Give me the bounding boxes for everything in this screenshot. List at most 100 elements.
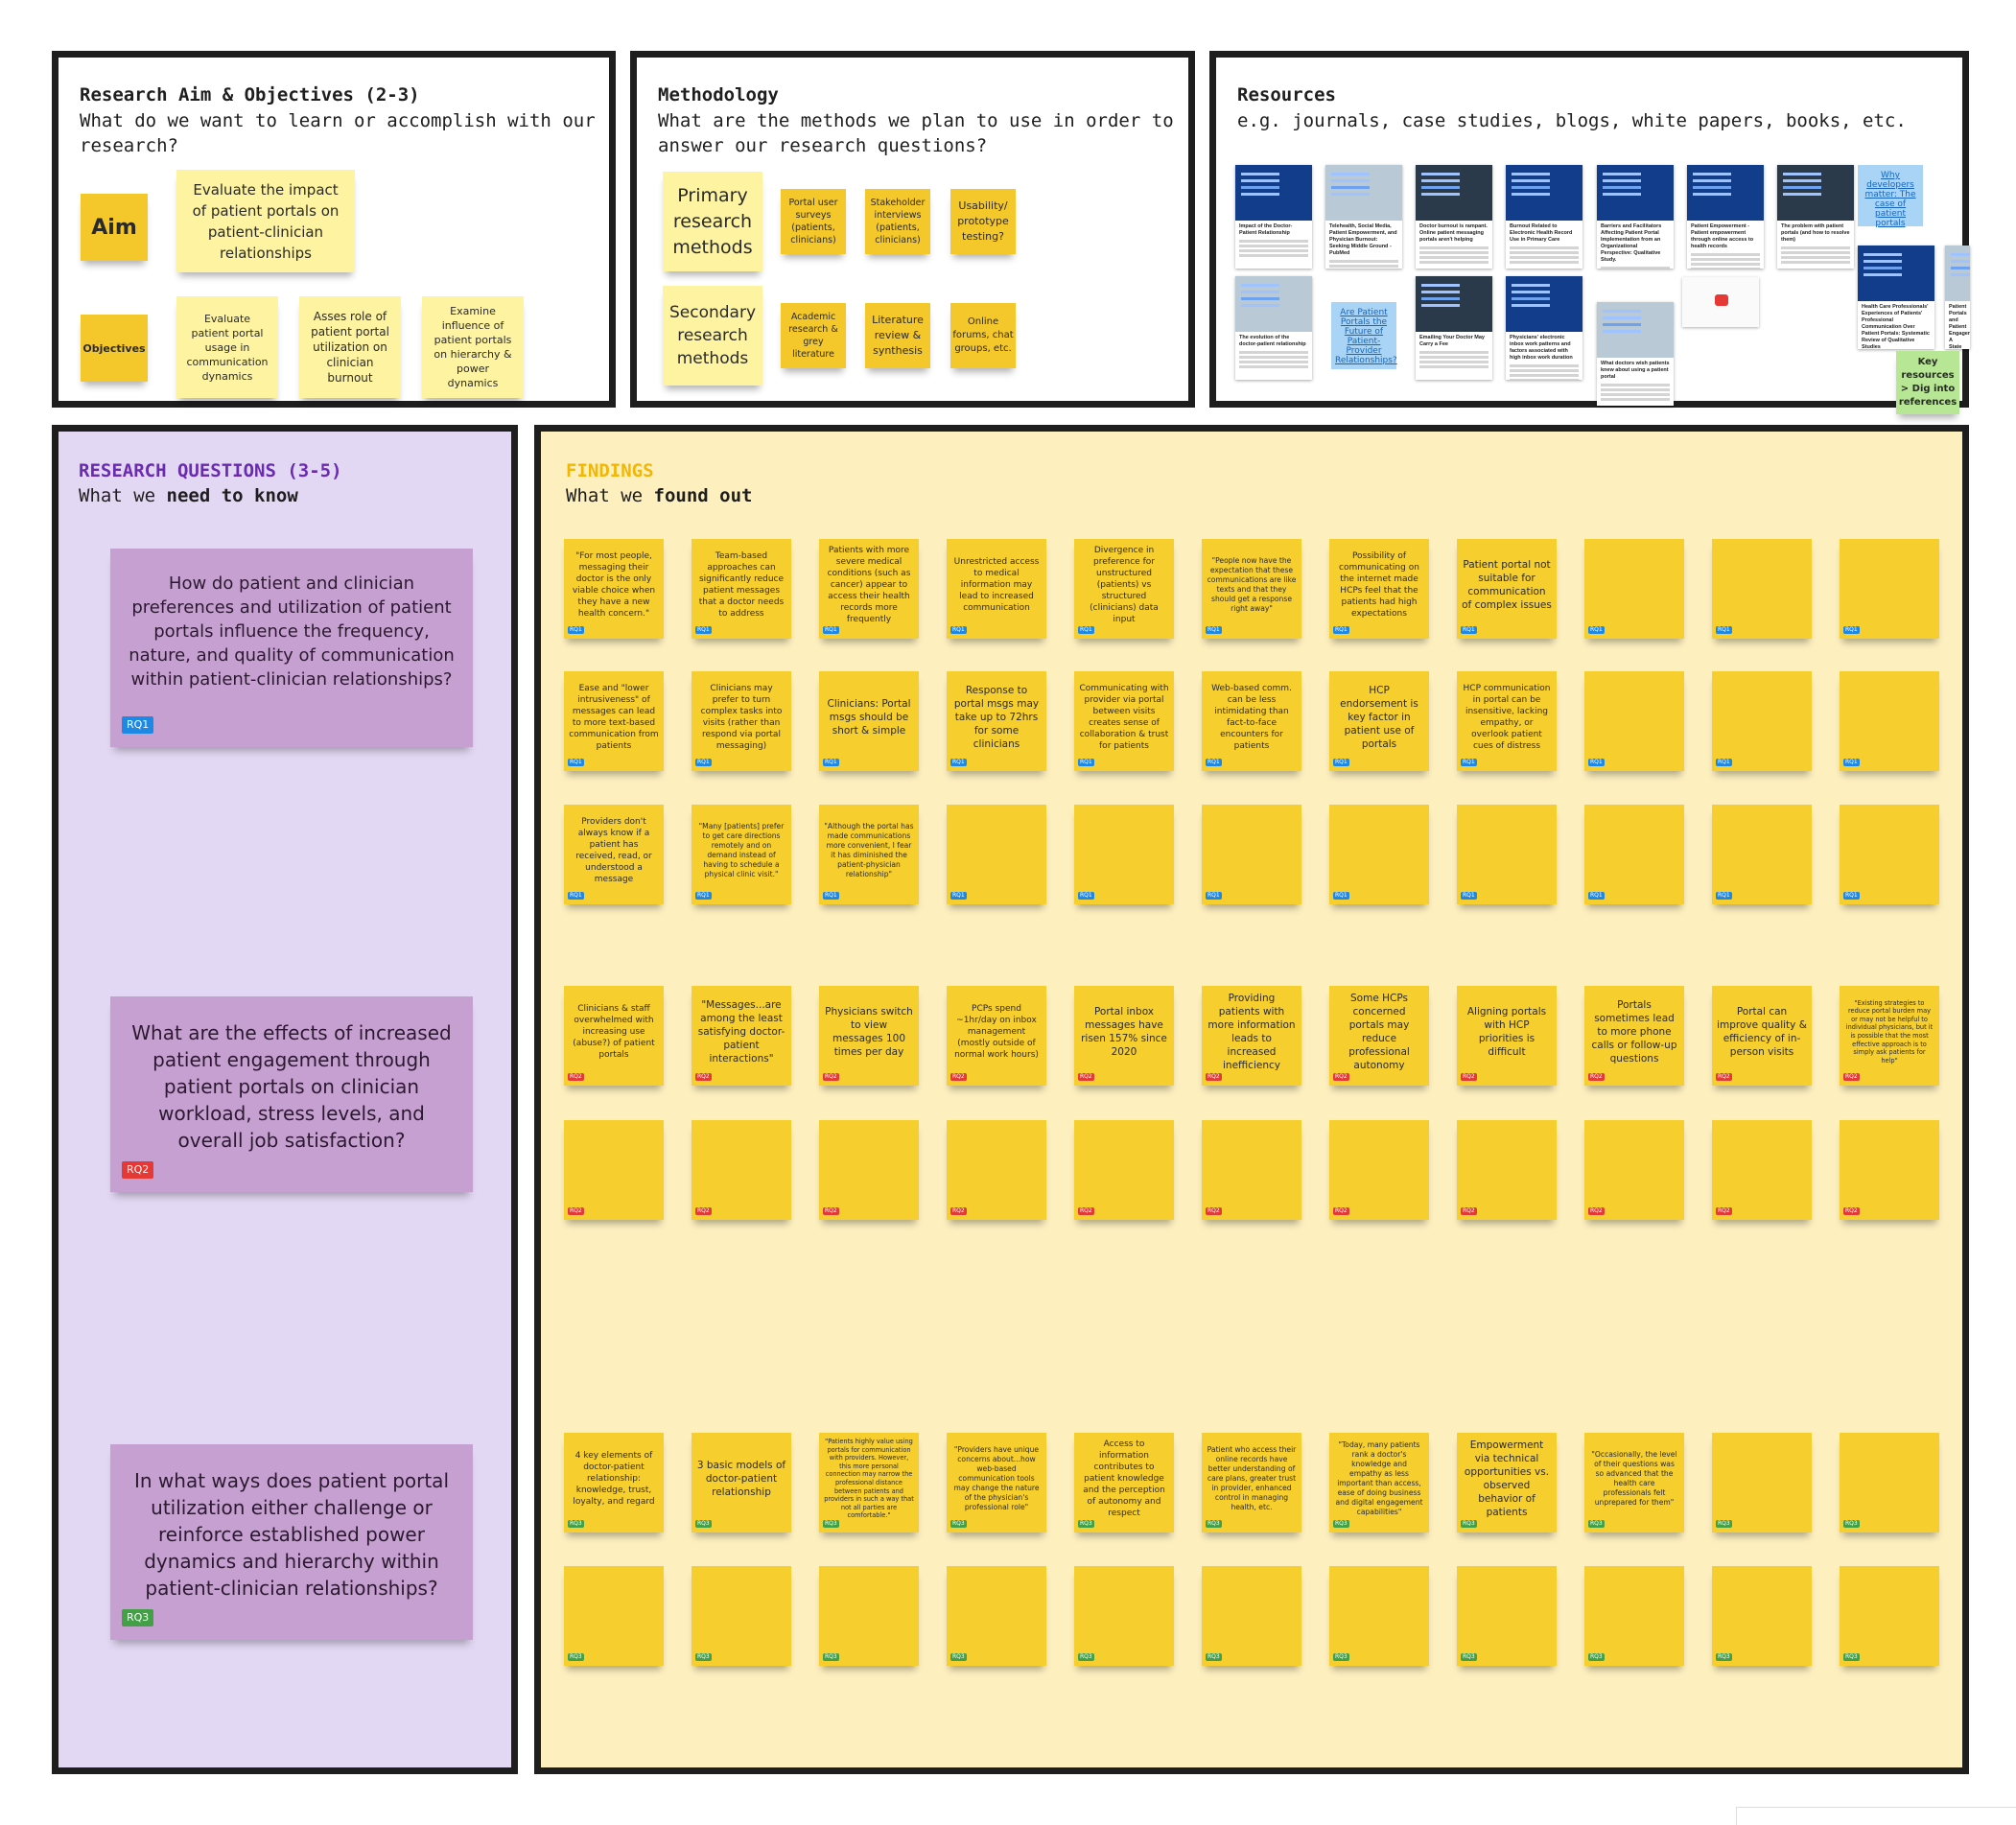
- finding-note[interactable]: RQ2: [947, 1120, 1046, 1220]
- objectives-label-note[interactable]: Objectives: [81, 315, 148, 382]
- finding-note[interactable]: "Messages...are among the least satisfyi…: [692, 986, 791, 1086]
- finding-note[interactable]: RQ2: [1202, 1120, 1301, 1220]
- primary-methods-label[interactable]: Primary research methods: [663, 172, 762, 271]
- finding-note[interactable]: Patient portal not suitable for communic…: [1457, 539, 1557, 639]
- canvas-scroll-edge[interactable]: [1736, 1807, 2016, 1825]
- primary-method-3[interactable]: Usability/ prototype testing?: [950, 189, 1016, 254]
- finding-note[interactable]: RQ3: [947, 1566, 1046, 1666]
- finding-note[interactable]: RQ1: [1840, 805, 1939, 904]
- aim-note[interactable]: Evaluate the impact of patient portals o…: [176, 170, 355, 272]
- finding-note[interactable]: RQ2: [692, 1120, 791, 1220]
- finding-note[interactable]: Some HCPs concerned portals may reduce p…: [1329, 986, 1429, 1086]
- finding-note[interactable]: Possibility of communicating on the inte…: [1329, 539, 1429, 639]
- resource-card[interactable]: Burnout Related to Electronic Health Rec…: [1506, 165, 1582, 269]
- finding-note[interactable]: "Occasionally, the level of their questi…: [1584, 1433, 1684, 1533]
- finding-note[interactable]: RQ3: [1584, 1566, 1684, 1666]
- finding-note[interactable]: RQ1: [1712, 805, 1812, 904]
- finding-note[interactable]: Ease and "lower intrusiveness" of messag…: [564, 671, 664, 771]
- finding-note[interactable]: RQ3: [1202, 1566, 1301, 1666]
- finding-note[interactable]: RQ3: [1840, 1433, 1939, 1533]
- finding-note[interactable]: "Although the portal has made communicat…: [819, 805, 919, 904]
- resource-card[interactable]: The evolution of the doctor-patient rela…: [1235, 276, 1312, 380]
- video-thumbnail[interactable]: [1682, 277, 1759, 327]
- resource-card[interactable]: Patient Portals and Patient Engagement: …: [1945, 246, 1970, 349]
- finding-note[interactable]: Clinicians may prefer to turn complex ta…: [692, 671, 791, 771]
- finding-note[interactable]: RQ3: [1712, 1433, 1812, 1533]
- finding-note[interactable]: "Many [patients] prefer to get care dire…: [692, 805, 791, 904]
- finding-note[interactable]: "People now have the expectation that th…: [1202, 539, 1301, 639]
- secondary-method-3[interactable]: Online forums, chat groups, etc.: [950, 303, 1016, 368]
- secondary-methods-label[interactable]: Secondary research methods: [663, 286, 762, 386]
- finding-note[interactable]: RQ2: [1457, 1120, 1557, 1220]
- finding-note[interactable]: RQ2: [819, 1120, 919, 1220]
- finding-note[interactable]: "Providers have unique concerns about...…: [947, 1433, 1046, 1533]
- finding-note[interactable]: Clinicians & staff overwhelmed with incr…: [564, 986, 664, 1086]
- research-question-1[interactable]: How do patient and clinician preferences…: [110, 549, 473, 747]
- resource-card[interactable]: Telehealth, Social Media, Patient Empowe…: [1325, 165, 1402, 269]
- finding-note[interactable]: Providing patients with more information…: [1202, 986, 1301, 1086]
- finding-note[interactable]: PCPs spend ~1hr/day on inbox management …: [947, 986, 1046, 1086]
- finding-note[interactable]: RQ1: [1840, 671, 1939, 771]
- finding-note[interactable]: Unrestricted access to medical informati…: [947, 539, 1046, 639]
- finding-note[interactable]: HCP communication in portal can be insen…: [1457, 671, 1557, 771]
- finding-note[interactable]: Team-based approaches can significantly …: [692, 539, 791, 639]
- resource-card[interactable]: The problem with patient portals (and ho…: [1777, 165, 1854, 269]
- finding-note[interactable]: RQ1: [947, 805, 1046, 904]
- finding-note[interactable]: RQ1: [1584, 805, 1684, 904]
- finding-note[interactable]: RQ3: [1074, 1566, 1174, 1666]
- finding-note[interactable]: Providers don't always know if a patient…: [564, 805, 664, 904]
- finding-note[interactable]: RQ1: [1712, 671, 1812, 771]
- finding-note[interactable]: RQ1: [1840, 539, 1939, 639]
- resource-card[interactable]: Doctor burnout is rampant. Online patien…: [1416, 165, 1492, 269]
- finding-note[interactable]: RQ1: [1584, 671, 1684, 771]
- finding-note[interactable]: 4 key elements of doctor-patient relatio…: [564, 1433, 664, 1533]
- finding-note[interactable]: Access to information contributes to pat…: [1074, 1433, 1174, 1533]
- finding-note[interactable]: "Today, many patients rank a doctor's kn…: [1329, 1433, 1429, 1533]
- resource-card[interactable]: Impact of the Doctor-Patient Relationshi…: [1235, 165, 1312, 269]
- finding-note[interactable]: Patients with more severe medical condit…: [819, 539, 919, 639]
- secondary-method-2[interactable]: Literature review & synthesis: [865, 303, 930, 368]
- finding-note[interactable]: RQ2: [1840, 1120, 1939, 1220]
- objective-note-2[interactable]: Asses role of patient portal utilization…: [299, 296, 401, 398]
- finding-note[interactable]: 3 basic models of doctor-patient relatio…: [692, 1433, 791, 1533]
- finding-note[interactable]: HCP endorsement is key factor in patient…: [1329, 671, 1429, 771]
- finding-note[interactable]: Portal inbox messages have risen 157% si…: [1074, 986, 1174, 1086]
- finding-note[interactable]: RQ1: [1457, 805, 1557, 904]
- resource-card[interactable]: Barriers and Facilitators Affecting Pati…: [1597, 165, 1674, 269]
- finding-note[interactable]: RQ2: [564, 1120, 664, 1220]
- finding-note[interactable]: Divergence in preference for unstructure…: [1074, 539, 1174, 639]
- finding-note[interactable]: RQ1: [1074, 805, 1174, 904]
- finding-note[interactable]: "Existing strategies to reduce portal bu…: [1840, 986, 1939, 1086]
- finding-note[interactable]: RQ3: [1329, 1566, 1429, 1666]
- finding-note[interactable]: Clinicians: Portal msgs should be short …: [819, 671, 919, 771]
- aim-label-note[interactable]: Aim: [81, 194, 148, 261]
- finding-note[interactable]: RQ3: [692, 1566, 791, 1666]
- finding-note[interactable]: Aligning portals with HCP priorities is …: [1457, 986, 1557, 1086]
- finding-note[interactable]: Empowerment via technical opportunities …: [1457, 1433, 1557, 1533]
- finding-note[interactable]: Patient who access their online records …: [1202, 1433, 1301, 1533]
- resource-card[interactable]: What doctors wish patients knew about us…: [1597, 302, 1674, 406]
- finding-note[interactable]: RQ3: [1457, 1566, 1557, 1666]
- finding-note[interactable]: RQ1: [1712, 539, 1812, 639]
- research-question-2[interactable]: What are the effects of increased patien…: [110, 996, 473, 1192]
- resource-card[interactable]: Physicians' electronic inbox work patter…: [1506, 276, 1582, 380]
- resource-link-1[interactable]: Why developers matter: The case of patie…: [1858, 165, 1923, 228]
- finding-note[interactable]: RQ1: [1202, 805, 1301, 904]
- objective-note-1[interactable]: Evaluate patient portal usage in communi…: [176, 296, 278, 398]
- finding-note[interactable]: Communicating with provider via portal b…: [1074, 671, 1174, 771]
- finding-note[interactable]: "Patients highly value using portals for…: [819, 1433, 919, 1533]
- finding-note[interactable]: Response to portal msgs may take up to 7…: [947, 671, 1046, 771]
- finding-note[interactable]: RQ2: [1712, 1120, 1812, 1220]
- research-question-3[interactable]: In what ways does patient portal utiliza…: [110, 1444, 473, 1640]
- primary-method-2[interactable]: Stakeholder interviews (patients, clinic…: [865, 189, 930, 254]
- finding-note[interactable]: RQ1: [1584, 539, 1684, 639]
- finding-note[interactable]: Portal can improve quality & efficiency …: [1712, 986, 1812, 1086]
- objective-note-3[interactable]: Examine influence of patient portals on …: [422, 296, 524, 398]
- resource-card[interactable]: Health Care Professionals' Experiences o…: [1858, 246, 1934, 349]
- finding-note[interactable]: Web-based comm. can be less intimidating…: [1202, 671, 1301, 771]
- resource-card[interactable]: Emailing Your Doctor May Carry a Fee: [1416, 276, 1492, 380]
- finding-note[interactable]: RQ2: [1329, 1120, 1429, 1220]
- primary-method-1[interactable]: Portal user surveys (patients, clinician…: [781, 189, 846, 254]
- resource-link-2[interactable]: Are Patient Portals the Future of Patien…: [1331, 302, 1397, 369]
- finding-note[interactable]: RQ1: [1329, 805, 1429, 904]
